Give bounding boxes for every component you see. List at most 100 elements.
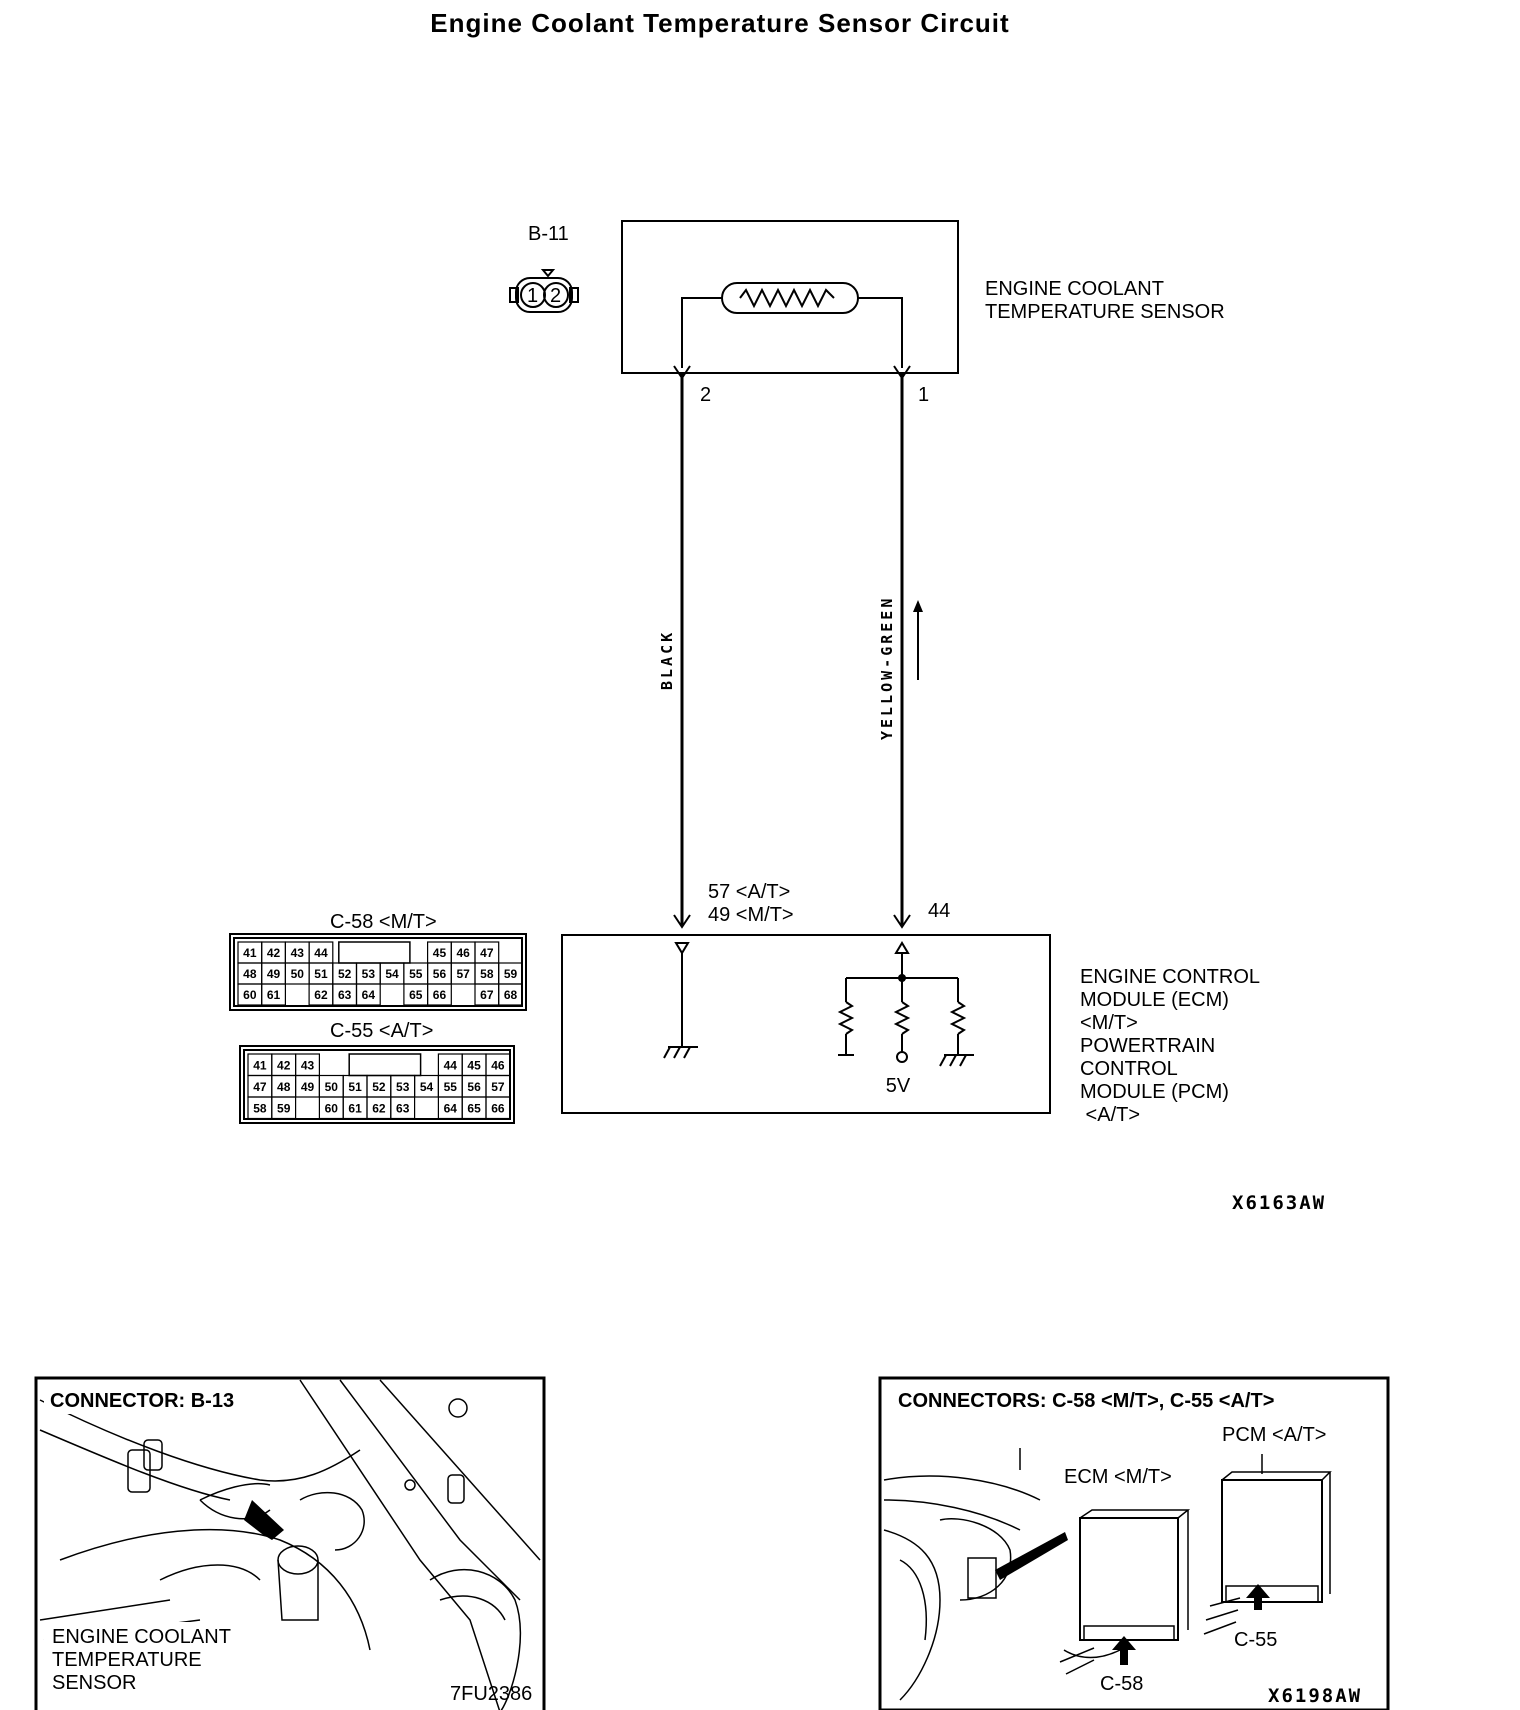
connector-pin-number: 57 [491, 1080, 505, 1094]
module-label: ENGINE CONTROL MODULE (ECM) <M/T> POWERT… [1080, 966, 1260, 1126]
connector-pin-number: 53 [362, 967, 376, 981]
connector-pin-number: 66 [433, 988, 447, 1002]
connector-pin-number: 49 [301, 1080, 315, 1094]
thermistor-symbol [681, 282, 903, 368]
connector-pin-number: 52 [372, 1080, 386, 1094]
connector-pin-number: 43 [301, 1059, 315, 1073]
connector-pin-number: 51 [314, 967, 328, 981]
sensor-connector-id: B-11 [528, 223, 569, 245]
module-label-line: <M/T> [1080, 1012, 1138, 1034]
module-box [561, 934, 1051, 1114]
connector-pin-number: 48 [243, 967, 257, 981]
connector-pin-number: 66 [491, 1102, 505, 1116]
connector-pin-number: 59 [504, 967, 518, 981]
photo-left-label-3: SENSOR [52, 1672, 136, 1694]
connector-pin-number: 42 [277, 1059, 291, 1073]
connector-pin-number: 58 [253, 1102, 267, 1116]
connector-pin-number: 61 [267, 988, 281, 1002]
connector-pin-number: 60 [325, 1102, 339, 1116]
connector-pin-number: 56 [433, 967, 447, 981]
connector-pin-cell [427, 983, 452, 1006]
wire-label-black: BLACK [658, 630, 676, 690]
connector-pin-number: 64 [362, 988, 376, 1002]
connector-pin-number: 47 [480, 946, 494, 960]
photo-left-code: 7FU2386 [450, 1683, 532, 1705]
sensor-pin-left: 2 [700, 384, 711, 406]
photo-left-header: CONNECTOR: B-13 [50, 1390, 234, 1412]
connector-c58-face: 41 42 43 44 45 46 47 48 49 50 51 52 53 54 55 56 57 58 59 60… [229, 933, 527, 1011]
module-pin-right: 44 [928, 900, 950, 922]
connector-pin-number: 65 [467, 1102, 481, 1116]
module-label-line: MODULE (ECM) [1080, 989, 1229, 1011]
ecm-label: ECM <M/T> [1064, 1466, 1172, 1488]
connector-pin-cell [498, 983, 524, 1006]
connector-key [348, 1053, 422, 1077]
connector-pin-number: 43 [291, 946, 305, 960]
photo-left-label-2: TEMPERATURE [52, 1649, 202, 1671]
connector-pin-number: 67 [480, 988, 494, 1002]
connector-pin-number: 64 [444, 1102, 458, 1116]
connector-pin-number: 62 [314, 988, 328, 1002]
connector-pin-cell [485, 1096, 511, 1120]
connector-c58-title: C-58 <M/T> [330, 911, 437, 933]
connector-pin-number: 54 [420, 1080, 434, 1094]
connector-pin-number: 58 [480, 967, 494, 981]
sensor-connector-icon: 1 2 [509, 269, 579, 313]
connector-pin-number: 61 [348, 1102, 362, 1116]
connector-pin-number: 44 [444, 1059, 458, 1073]
connector-pin-number: 49 [267, 967, 281, 981]
engine-bay-drawing [39, 1379, 541, 1710]
connector-pin-number: 45 [467, 1059, 481, 1073]
module-label-line: MODULE (PCM) [1080, 1081, 1229, 1103]
connector-pin-number: 55 [444, 1080, 458, 1094]
connector-pin-number: 51 [348, 1080, 362, 1094]
sensor-pin-right: 1 [918, 384, 929, 406]
connector-pin-number: 53 [396, 1080, 410, 1094]
module-ground-left [663, 942, 698, 1059]
connector-pin-number: 41 [253, 1059, 267, 1073]
connector-pin-cell [355, 983, 381, 1006]
connector-pin-2: 2 [550, 285, 561, 307]
connector-pin-number: 60 [243, 988, 257, 1002]
connector-c55-title: C-55 <A/T> [330, 1020, 433, 1042]
connector-pin-number: 55 [409, 967, 423, 981]
c55-label: C-55 [1234, 1629, 1277, 1651]
photo-connectors-c58-c55: CONNECTORS: C-58 <M/T>, C-55 <A/T> PCM <… [878, 1376, 1390, 1710]
pcm-label: PCM <A/T> [1222, 1424, 1326, 1446]
wire-label-yellow-green: YELLOW-GREEN [878, 596, 896, 740]
sensor-label-1: ENGINE COOLANT [985, 278, 1164, 300]
c58-label: C-58 [1100, 1673, 1143, 1695]
module-label-line: ENGINE CONTROL [1080, 966, 1260, 988]
sensor-label-2: TEMPERATURE SENSOR [985, 301, 1225, 323]
module-label-line: POWERTRAIN [1080, 1035, 1215, 1057]
connector-pin-number: 50 [291, 967, 305, 981]
connector-pin-number: 44 [314, 946, 328, 960]
sensor-box [621, 220, 959, 374]
module-label-line: <A/T> [1080, 1104, 1140, 1126]
connector-pin-number: 57 [456, 967, 470, 981]
connector-key [338, 941, 411, 964]
figure-code-main: X6163AW [1232, 1192, 1326, 1214]
connector-pin-number: 62 [372, 1102, 386, 1116]
connector-pin-number: 46 [491, 1059, 505, 1073]
connector-pin-number: 52 [338, 967, 352, 981]
connector-pin-number: 56 [467, 1080, 481, 1094]
connector-pin-cell [261, 983, 287, 1006]
connector-pin-number: 54 [385, 967, 399, 981]
connector-pin-number: 46 [456, 946, 470, 960]
photo-right-header: CONNECTORS: C-58 <M/T>, C-55 <A/T> [898, 1390, 1274, 1412]
connector-pin-number: 42 [267, 946, 281, 960]
connector-pin-number: 63 [338, 988, 352, 1002]
connector-pin-number: 47 [253, 1080, 267, 1094]
connector-pin-number: 65 [409, 988, 423, 1002]
dashboard-drawing [883, 1448, 1332, 1701]
connector-pin-number: 41 [243, 946, 257, 960]
module-pin-right-arrow [893, 914, 911, 929]
connector-pin-cell [390, 1096, 416, 1120]
connector-pin-number: 45 [433, 946, 447, 960]
current-direction-arrow [913, 600, 923, 680]
photo-right-code: X6198AW [1268, 1685, 1362, 1707]
module-pin-left-1: 57 <A/T> [708, 881, 790, 903]
connector-pin-number: 68 [504, 988, 518, 1002]
